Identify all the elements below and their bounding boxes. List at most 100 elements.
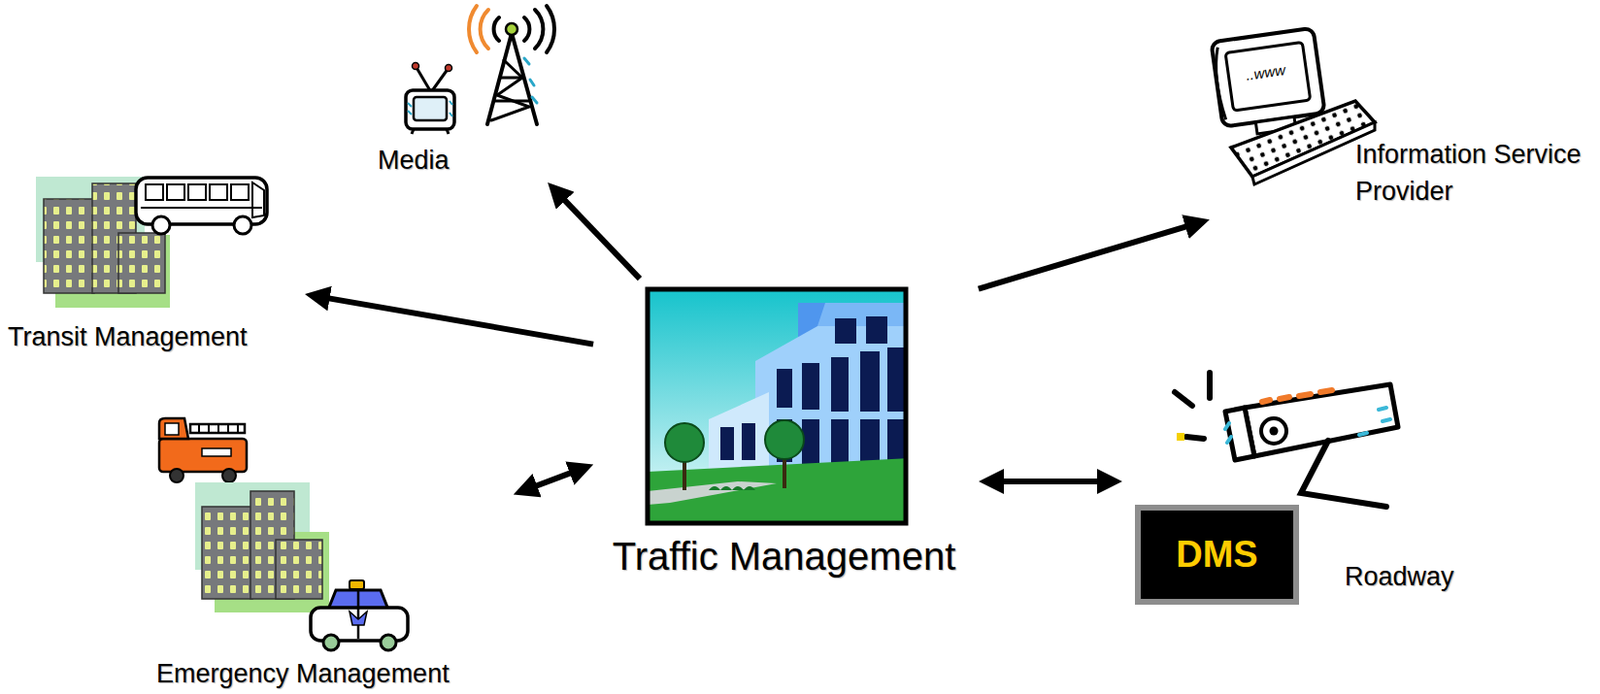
traffic-center-picture-part-part <box>647 458 906 524</box>
media-node: Media <box>368 4 568 180</box>
traffic-center-picture-part-part <box>720 427 734 461</box>
transit-node: Transit Management <box>4 169 301 360</box>
keyboard-icon <box>1231 100 1375 185</box>
police-car-icon-part <box>349 611 367 626</box>
tv-icon-part <box>411 129 414 134</box>
tv-icon <box>405 63 455 135</box>
emergency-node: Emergency Management <box>145 417 510 692</box>
traffic-center-picture-part-part <box>665 423 704 463</box>
radio-tower-icon-part <box>491 60 530 121</box>
radio-tower-icon-part <box>494 17 500 41</box>
camera-icon-part <box>1174 392 1193 406</box>
bus-icon <box>135 177 267 234</box>
computer-icon-part <box>1212 47 1229 121</box>
tv-icon-part <box>446 129 449 134</box>
transit-buildings-icon-part <box>43 199 95 294</box>
node-label: Roadway <box>1344 562 1455 593</box>
camera-icon-part <box>1225 407 1391 443</box>
camera-icon-part <box>1261 418 1287 444</box>
traffic-center-picture-part-part <box>765 420 804 460</box>
traffic-center-picture-part-part <box>834 318 857 344</box>
camera-icon-part <box>1269 427 1279 436</box>
bus-icon-part <box>188 184 206 200</box>
radio-tower-icon-part <box>480 9 489 49</box>
transit-buildings-icon-part <box>118 233 166 294</box>
traffic-center-picture-part-part <box>708 486 756 491</box>
radio-tower-icon-part <box>524 58 537 103</box>
computer-icon-part <box>1210 28 1325 128</box>
node-label: Media <box>377 145 450 176</box>
dms-sign: DMS <box>1134 504 1300 605</box>
roadway-node: Roadway DMS <box>1126 364 1481 612</box>
radio-tower-icon-part <box>468 5 477 53</box>
computer-icon-part <box>1225 41 1311 111</box>
traffic-center-picture-part-part <box>866 316 888 344</box>
traffic-center-picture-part-part <box>817 302 906 327</box>
sign-text: DMS <box>1175 534 1258 576</box>
bus-icon-part <box>152 216 170 234</box>
tv-icon-part <box>407 100 453 117</box>
bus-icon-part <box>166 184 185 200</box>
emergency-buildings-icon-part <box>275 539 323 600</box>
tv-icon-part <box>405 90 455 130</box>
camera-icon-part <box>1262 390 1333 402</box>
arrow-connector <box>990 478 1111 485</box>
tv-icon-part <box>445 65 453 72</box>
camera-icon-part <box>1300 440 1387 507</box>
traffic-center-node: Traffic Management <box>597 281 975 583</box>
fire-truck-icon <box>159 418 247 483</box>
traffic-center-picture <box>647 289 910 525</box>
node-label: Traffic Management <box>597 533 971 580</box>
traffic-center-picture-part <box>647 289 906 524</box>
traffic-center-picture-part-part <box>776 368 793 408</box>
traffic-center-picture-part-part <box>782 456 787 489</box>
fire-truck-icon-part <box>190 424 245 434</box>
radio-tower-icon-part <box>505 23 518 35</box>
fire-truck-icon-part <box>222 468 236 483</box>
tv-icon-part <box>412 63 420 70</box>
bus-icon-part <box>209 184 228 200</box>
radio-tower-icon-part <box>534 9 543 49</box>
fire-truck-icon-part <box>159 438 247 472</box>
camera-icon-part <box>1186 436 1204 439</box>
tv-icon-part <box>413 97 447 121</box>
emergency-buildings-icon <box>195 482 330 613</box>
info-provider-node: Information Service Provider <box>1208 19 1593 219</box>
camera-icon-part <box>1244 384 1399 457</box>
traffic-center-picture-part-part <box>860 351 880 412</box>
fire-truck-icon-part <box>169 468 184 483</box>
camera-icon-part <box>1176 433 1185 441</box>
arrow-connector <box>524 468 583 492</box>
screen-text: ..www <box>1244 61 1287 84</box>
camera-icon-part <box>1206 372 1213 399</box>
bus-icon-part <box>140 206 263 209</box>
emergency-buildings-icon-part <box>201 506 253 600</box>
traffic-center-picture-part-part <box>831 357 849 412</box>
fire-truck-icon-part <box>201 448 232 457</box>
node-label: Transit Management <box>7 322 248 353</box>
bus-icon-part <box>231 184 249 200</box>
tv-icon-part <box>415 66 432 93</box>
arrow-connector <box>978 223 1200 290</box>
radio-tower-icon-part <box>500 76 523 80</box>
police-car-icon <box>310 580 408 651</box>
bus-icon-part <box>145 184 164 200</box>
police-car-icon-part <box>357 590 361 639</box>
bus-icon-part <box>233 216 252 234</box>
police-car-icon-part <box>380 634 397 651</box>
police-car-icon-part <box>349 580 365 590</box>
radio-tower-icon-part <box>546 5 555 53</box>
radio-tower-icon-part <box>495 100 530 103</box>
bus-icon-part <box>252 182 265 218</box>
fire-truck-icon-part <box>159 418 189 439</box>
radio-tower-icon-part <box>524 17 530 41</box>
node-label: Information Service Provider <box>1355 136 1589 211</box>
node-label: Emergency Management <box>156 660 450 690</box>
traffic-center-picture-part-part <box>887 347 906 412</box>
traffic-center-picture-part-part <box>647 481 777 505</box>
camera-icon-part <box>1225 407 1255 461</box>
fire-truck-icon-part <box>165 423 179 435</box>
radio-tower-icon <box>468 5 555 125</box>
